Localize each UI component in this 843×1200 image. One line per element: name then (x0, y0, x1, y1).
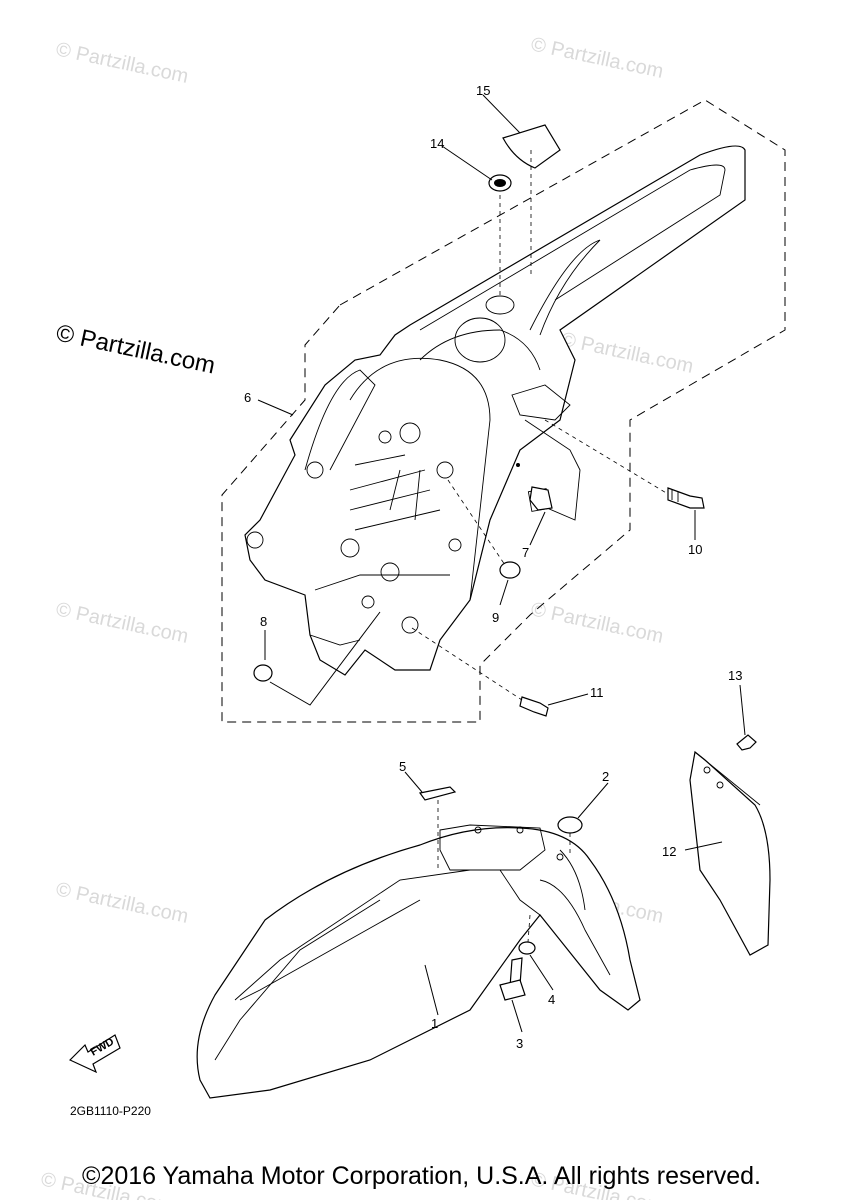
callout-4: 4 (548, 992, 555, 1007)
callout-2: 2 (602, 769, 609, 784)
bolt-3 (499, 957, 526, 1001)
watermark: © Partzilla.com (529, 598, 665, 648)
callout-5: 5 (399, 759, 406, 774)
guard-12 (689, 750, 771, 956)
washer-8 (253, 664, 273, 682)
callout-14: 14 (430, 136, 444, 151)
watermark: © Partzilla.com (559, 328, 695, 378)
callout-13: 13 (728, 668, 742, 683)
fwd-arrow-icon: FWD (68, 1034, 121, 1074)
plate-15 (502, 124, 561, 169)
washer-4 (518, 941, 536, 955)
front-fender (196, 824, 641, 1099)
watermark: © Partzilla.com (529, 33, 665, 83)
callout-8: 8 (260, 614, 267, 629)
callout-7: 7 (522, 545, 529, 560)
callout-12: 12 (662, 844, 676, 859)
assembly-boundary (221, 99, 786, 723)
callout-10: 10 (688, 542, 702, 557)
callout-15: 15 (476, 83, 490, 98)
bolt-11 (519, 696, 549, 717)
watermark: © Partzilla.com (54, 878, 190, 928)
bolt-10 (667, 487, 705, 509)
callout-11: 11 (590, 685, 604, 700)
nut-7 (529, 486, 553, 511)
watermark: © Partzilla.com (54, 598, 190, 648)
callout-3: 3 (516, 1036, 523, 1051)
screw-13 (736, 734, 757, 751)
collar-9 (499, 561, 521, 579)
label-5 (418, 786, 457, 801)
watermark: © Partzilla.com (54, 38, 190, 88)
diagram-code: 2GB1110-P220 (70, 1104, 151, 1118)
callout-6: 6 (244, 390, 251, 405)
callout-1: 1 (431, 1016, 438, 1031)
callout-9: 9 (492, 610, 499, 625)
grommet-2 (557, 816, 583, 834)
copyright-notice: ©2016 Yamaha Motor Corporation, U.S.A. A… (82, 1162, 761, 1190)
rear-fender (244, 145, 746, 676)
prominent-watermark: © Partzilla.com (54, 319, 218, 379)
